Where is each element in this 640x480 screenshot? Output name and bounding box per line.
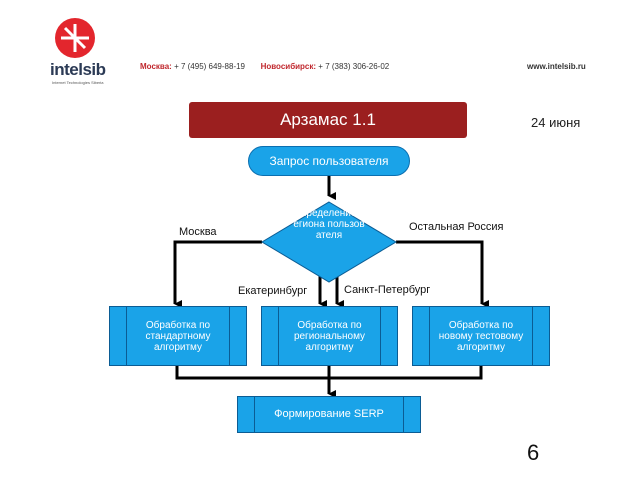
slide-title: Арзамас 1.1 xyxy=(189,102,467,138)
branch-label-ekb: Екатеринбург xyxy=(238,285,308,297)
start-node-user-request: Запрос пользователя xyxy=(248,146,410,176)
process-standard: Обработка по стандартному алгоритму xyxy=(109,306,247,366)
slide-title-text: Арзамас 1.1 xyxy=(280,110,376,129)
process-regional-label: Обработка по региональному алгоритму xyxy=(293,319,366,353)
arrow-moscow xyxy=(173,240,262,308)
arrow-rest-russia xyxy=(396,240,489,308)
process-test: Обработка по новому тестовому алгоритму xyxy=(412,306,550,366)
branch-label-rest: Остальная Россия xyxy=(409,221,504,233)
intelsib-logo: intelsib Internet Technologies Siberia xyxy=(50,18,110,85)
branch-label-spb: Санкт-Петербург xyxy=(344,284,431,296)
page-number: 6 xyxy=(527,440,540,465)
decision-diamond xyxy=(261,201,397,283)
end-node-serp: Формирование SERP xyxy=(237,396,421,433)
moscow-phone: + 7 (495) 649-88-19 xyxy=(174,62,245,71)
process-standard-label: Обработка по стандартному алгоритму xyxy=(145,319,211,353)
branch-label-moscow: Москва xyxy=(179,226,217,238)
logo-tagline: Internet Technologies Siberia xyxy=(52,80,104,85)
moscow-city-label: Москва: xyxy=(140,62,172,71)
slide-date: 24 июня xyxy=(531,115,581,130)
nsk-city-label: Новосибирск: xyxy=(260,62,317,71)
logo-wordmark: intelsib xyxy=(50,60,106,79)
process-regional: Обработка по региональному алгоритму xyxy=(261,306,398,366)
start-node-label: Запрос пользователя xyxy=(269,154,389,168)
process-test-label: Обработка по новому тестовому алгоритму xyxy=(438,319,524,353)
logo-emblem-icon xyxy=(55,18,95,58)
decision-label: Определение региона пользователя xyxy=(293,208,365,241)
website-link[interactable]: www.intelsib.ru xyxy=(527,62,586,71)
end-node-label: Формирование SERP xyxy=(274,408,384,420)
header-contacts: Москва: + 7 (495) 649-88-19 Новосибирск:… xyxy=(140,62,389,71)
nsk-phone: + 7 (383) 306-26-02 xyxy=(318,62,390,71)
